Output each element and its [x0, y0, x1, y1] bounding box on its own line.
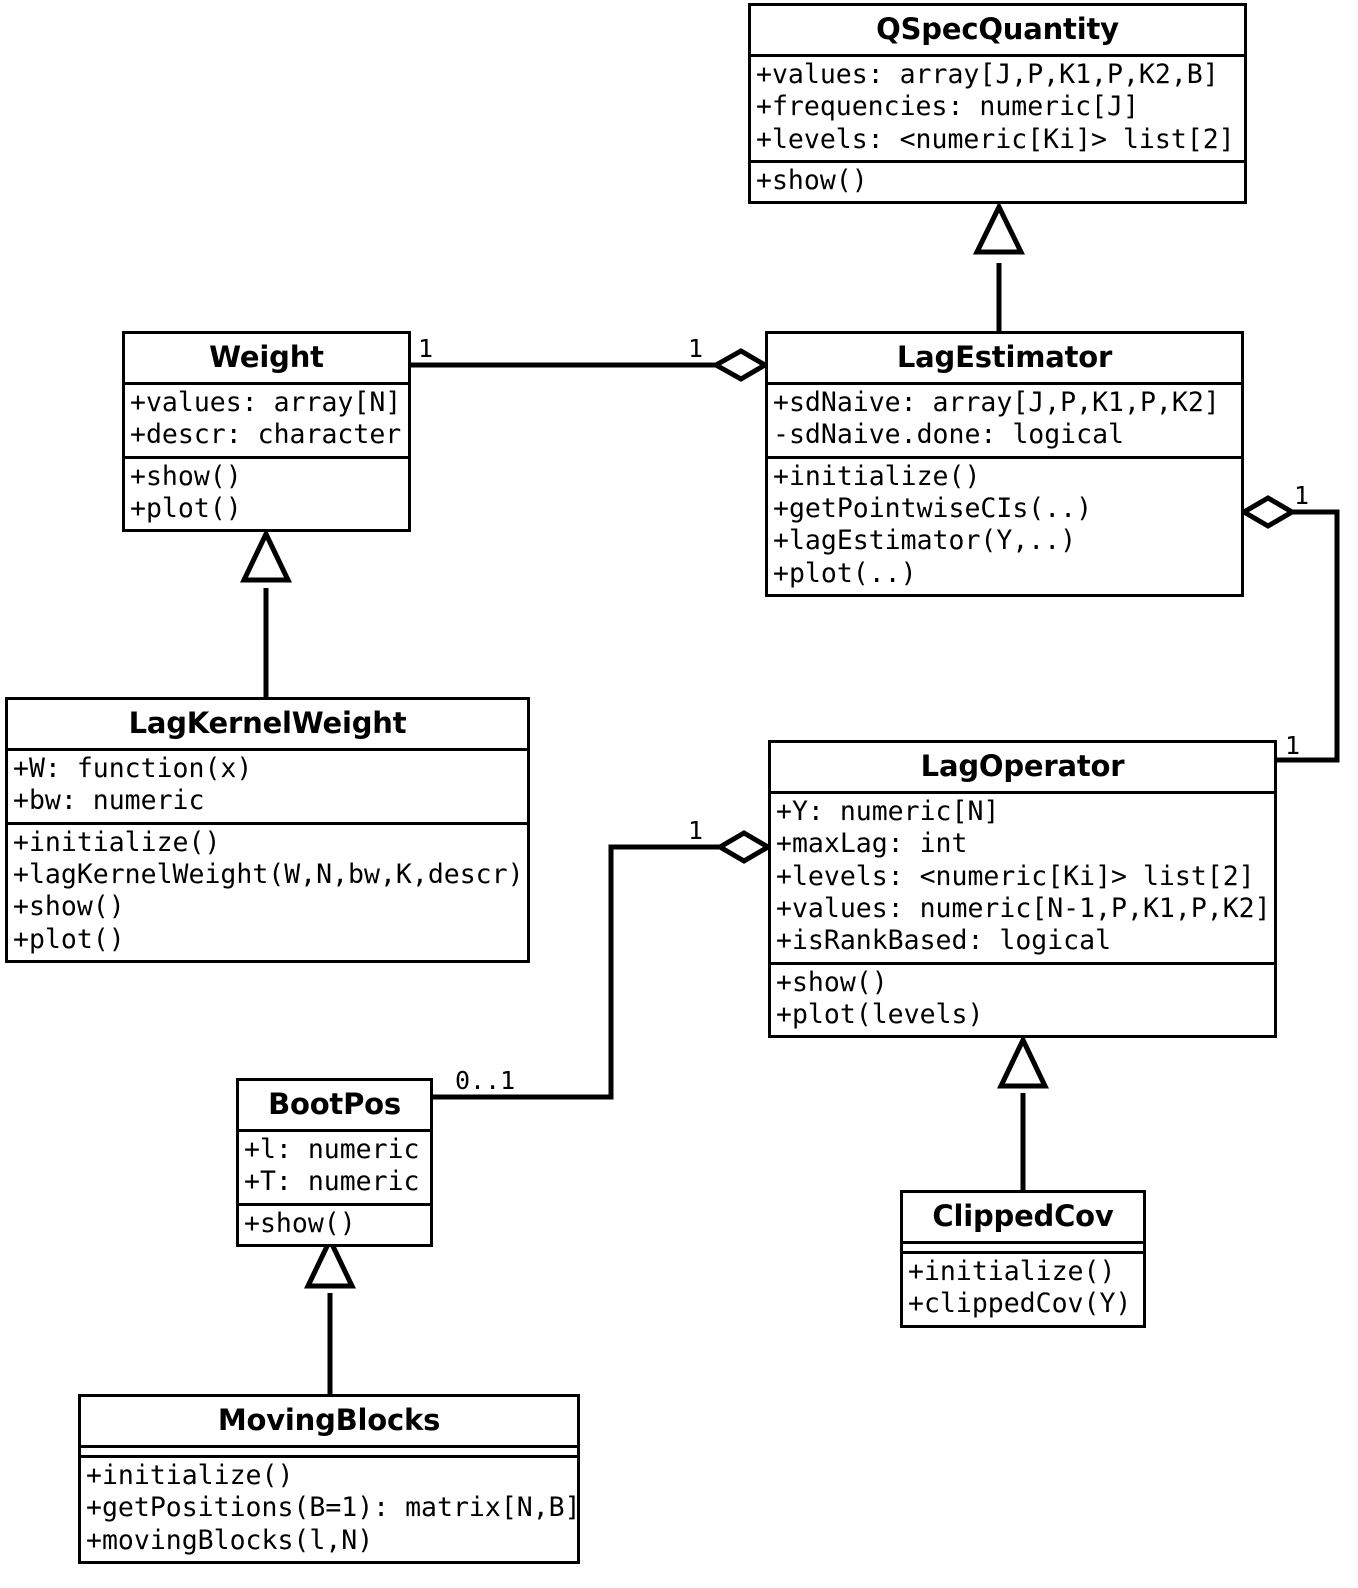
- class-name-lagestimator: LagEstimator: [896, 340, 1113, 374]
- multiplicity-bootpos-end: 0..1: [455, 1066, 516, 1095]
- multiplicity-weight-end: 1: [418, 334, 434, 363]
- class-box-clippedcov[interactable]: ClippedCov +initialize() +clippedCov(Y): [900, 1190, 1146, 1328]
- attributes-compartment-bootpos: +l: numeric +T: numeric: [239, 1129, 430, 1203]
- attribute-row: +W: function(x): [13, 753, 253, 784]
- method-row: +lagEstimator(Y,..): [773, 525, 1077, 557]
- method-row: +lagKernelWeight(W,N,bw,K,descr): [13, 858, 524, 890]
- attributes-compartment-lagoperator: +Y: numeric[N] +maxLag: int +levels: <nu…: [771, 791, 1274, 962]
- attribute-row: +levels: <numeric[Ki]> list[2]: [776, 860, 1255, 892]
- methods-compartment-lagkernelweight: +initialize() +lagKernelWeight(W,N,bw,K,…: [8, 821, 527, 960]
- class-box-movingblocks[interactable]: MovingBlocks +initialize() +getPositions…: [78, 1394, 581, 1564]
- class-box-lagoperator[interactable]: LagOperator +Y: numeric[N] +maxLag: int …: [768, 740, 1277, 1039]
- methods-compartment-weight: +show() +plot(): [125, 455, 408, 530]
- methods-compartment-clippedcov: +initialize() +clippedCov(Y): [903, 1251, 1143, 1325]
- methods-compartment-bootpos: +show(): [239, 1202, 430, 1244]
- method-row: +initialize(): [13, 826, 221, 858]
- method-row: +plot(): [130, 492, 242, 524]
- method-row: +plot(levels): [776, 998, 984, 1030]
- attribute-row: +values: array[N]: [130, 387, 402, 418]
- class-name-lagkernelweight: LagKernelWeight: [128, 706, 407, 740]
- class-box-weight[interactable]: Weight +values: array[N] +descr: charact…: [122, 331, 411, 533]
- multiplicity-lagoperator-topright-end: 1: [1285, 731, 1301, 760]
- multiplicity-lagestimator-lagoperator-end: 1: [1294, 481, 1310, 510]
- method-row: +plot(): [13, 923, 125, 955]
- methods-compartment-movingblocks: +initialize() +getPositions(B=1): matrix…: [81, 1455, 581, 1561]
- class-box-lagestimator[interactable]: LagEstimator +sdNaive: array[J,P,K1,P,K2…: [765, 331, 1244, 597]
- method-row: +plot(..): [773, 557, 917, 589]
- attribute-row: +levels: <numeric[Ki]> list[2]: [756, 123, 1235, 155]
- aggregation-lagestimator-to-lagoperator: [1239, 495, 1340, 763]
- methods-compartment-lagestimator: +initialize() +getPointwiseCIs(..) +lagE…: [768, 455, 1241, 594]
- attribute-row: -sdNaive.done: logical: [773, 419, 1124, 451]
- attribute-row: +bw: numeric: [13, 785, 205, 817]
- methods-compartment-lagoperator: +show() +plot(levels): [771, 961, 1274, 1036]
- method-row: +show(): [756, 164, 868, 196]
- method-row: +clippedCov(Y): [908, 1288, 1132, 1320]
- attribute-row: +frequencies: numeric[J]: [756, 91, 1139, 123]
- class-name-qspecquantity: QSpecQuantity: [876, 12, 1119, 46]
- attribute-row: +sdNaive: array[J,P,K1,P,K2]: [773, 387, 1220, 418]
- generalization-lagestimator-to-qspecquantity: [972, 201, 1026, 331]
- method-row: +show(): [244, 1207, 356, 1239]
- method-row: +getPointwiseCIs(..): [773, 492, 1093, 524]
- attribute-row: +descr: character: [130, 419, 402, 451]
- attribute-row: +values: numeric[N-1,P,K1,P,K2]: [776, 892, 1271, 924]
- attributes-compartment-movingblocks: [81, 1445, 577, 1455]
- class-box-qspecquantity[interactable]: QSpecQuantity +values: array[J,P,K1,P,K2…: [748, 3, 1247, 205]
- method-row: +initialize(): [86, 1460, 294, 1491]
- attribute-row: +l: numeric: [244, 1134, 420, 1165]
- attributes-compartment-qspecquantity: +values: array[J,P,K1,P,K2,B] +frequenci…: [751, 54, 1244, 160]
- generalization-lagkernelweight-to-weight: [240, 528, 292, 697]
- class-name-lagoperator: LagOperator: [920, 749, 1125, 783]
- class-box-bootpos[interactable]: BootPos +l: numeric +T: numeric +show(): [236, 1078, 433, 1247]
- generalization-clippedcov-to-lagoperator: [997, 1034, 1049, 1190]
- attributes-compartment-lagkernelweight: +W: function(x) +bw: numeric: [8, 748, 527, 822]
- method-row: +show(): [130, 460, 242, 492]
- methods-compartment-qspecquantity: +show(): [751, 159, 1244, 201]
- attributes-compartment-lagestimator: +sdNaive: array[J,P,K1,P,K2] -sdNaive.do…: [768, 382, 1241, 456]
- method-row: +show(): [13, 891, 125, 923]
- method-row: +getPositions(B=1): matrix[N,B]: [86, 1492, 581, 1524]
- method-row: +movingBlocks(l,N): [86, 1524, 374, 1556]
- class-name-movingblocks: MovingBlocks: [217, 1403, 441, 1437]
- multiplicity-lagoperator-bootpos-end: 1: [688, 816, 704, 845]
- method-row: +show(): [776, 966, 888, 998]
- attribute-row: +values: array[J,P,K1,P,K2,B]: [756, 59, 1219, 90]
- method-row: +initialize(): [773, 460, 981, 492]
- attributes-compartment-weight: +values: array[N] +descr: character: [125, 382, 408, 456]
- method-row: +initialize(): [908, 1256, 1116, 1287]
- multiplicity-lagestimator-weight-end: 1: [688, 334, 704, 363]
- class-name-bootpos: BootPos: [268, 1087, 401, 1121]
- attribute-row: +Y: numeric[N]: [776, 796, 1000, 827]
- aggregation-weight-to-lagestimator: [411, 348, 770, 382]
- class-name-weight: Weight: [209, 340, 324, 374]
- class-name-clippedcov: ClippedCov: [932, 1199, 1114, 1233]
- attribute-row: +maxLag: int: [776, 828, 968, 860]
- attribute-row: +isRankBased: logical: [776, 925, 1112, 957]
- generalization-movingblocks-to-bootpos: [304, 1234, 356, 1394]
- attribute-row: +T: numeric: [244, 1166, 420, 1198]
- attributes-compartment-clippedcov: [903, 1241, 1143, 1251]
- class-box-lagkernelweight[interactable]: LagKernelWeight +W: function(x) +bw: num…: [5, 697, 530, 963]
